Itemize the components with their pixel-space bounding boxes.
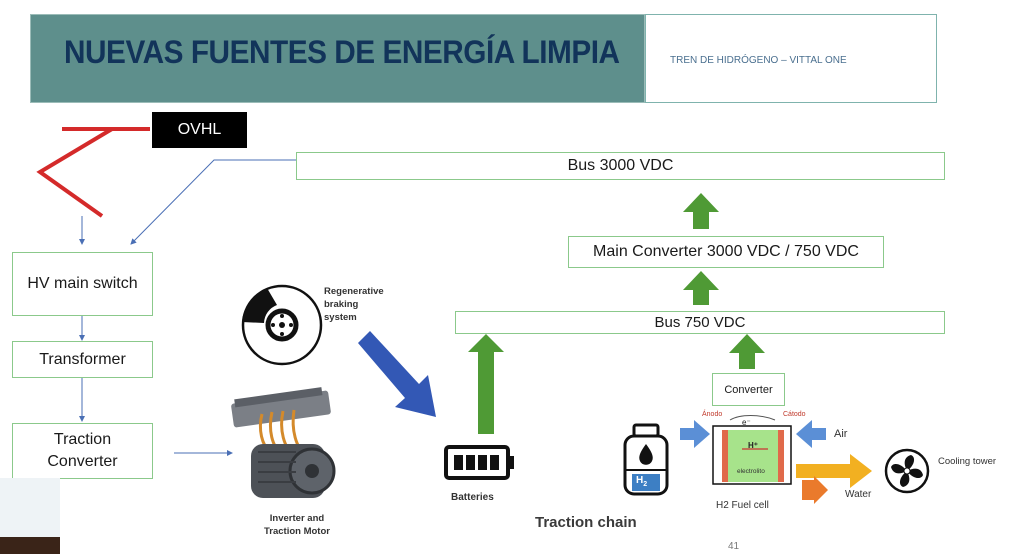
arrow-batteries-bus750 (468, 334, 504, 434)
regen-line3: system (324, 312, 357, 323)
hydrogen-tank-icon (623, 423, 669, 496)
air-label: Air (834, 428, 848, 440)
electron-label: e⁻ (742, 418, 751, 427)
slide-subtitle: TREN DE HIDRÓGENO – VITTAL ONE (670, 55, 847, 66)
inverter-motor-label: Inverter and Traction Motor (257, 512, 337, 538)
water-label: Water (845, 489, 872, 500)
catodo-label: Cátodo (783, 411, 806, 418)
battery-icon (444, 445, 514, 480)
regen-line1: Regenerative (324, 286, 384, 297)
inverter-line1: Inverter and (269, 513, 325, 524)
arrow-main-bus3000 (683, 193, 719, 229)
h2-letter: H (636, 475, 644, 486)
brake-disc-icon (241, 284, 323, 366)
main-converter-box: Main Converter 3000 VDC / 750 VDC (568, 236, 884, 268)
electrolito-label: electrolito (737, 468, 765, 475)
batteries-label: Batteries (451, 492, 494, 503)
traction-converter-line1: Traction (53, 431, 112, 448)
anodo-label: Ánodo (702, 411, 723, 418)
ovhl-label: OVHL (152, 112, 247, 148)
regen-braking-label: Regenerative braking system (324, 285, 384, 324)
motor-icon (231, 387, 336, 498)
traction-chain-title: Traction chain (535, 514, 637, 531)
subtitle-band (645, 14, 937, 103)
h2-subscript: 2 (643, 481, 648, 488)
arrow-bus-switch (130, 159, 296, 245)
pantograph-lines (36, 127, 150, 218)
fuel-cell-diagram (712, 415, 792, 485)
bus-750-box: Bus 750 VDC (455, 311, 945, 334)
regen-arrow (358, 331, 436, 417)
transformer-box: Transformer (12, 341, 153, 378)
cooling-tower-label: Cooling tower (938, 456, 997, 467)
arrow-heat-out (796, 454, 872, 488)
traction-converter-box: Traction Converter (12, 423, 153, 479)
arrow-bus750-main (683, 271, 719, 305)
converter-box: Converter (712, 373, 785, 406)
title-band (30, 14, 645, 103)
hplus-label: H⁺ (748, 441, 758, 450)
slide-title: NUEVAS FUENTES DE ENERGÍA LIMPIA (64, 34, 620, 70)
h2-symbol: H2 (636, 475, 647, 488)
arrow-air-in (796, 420, 826, 448)
arrow-h2-in (680, 420, 710, 448)
h2-fuel-cell-label: H2 Fuel cell (716, 500, 769, 511)
fan-icon (884, 448, 930, 494)
page-number: 41 (728, 541, 740, 552)
traction-converter-line2: Converter (47, 453, 118, 470)
presenter-video-shadow (0, 537, 60, 554)
inverter-line2: Traction Motor (264, 526, 330, 537)
hv-main-switch-box: HV main switch (12, 252, 153, 316)
arrow-converter-bus750 (729, 334, 765, 369)
regen-line2: braking (324, 299, 359, 310)
bus-3000-box: Bus 3000 VDC (296, 152, 945, 180)
arrow-water-out (802, 476, 828, 504)
